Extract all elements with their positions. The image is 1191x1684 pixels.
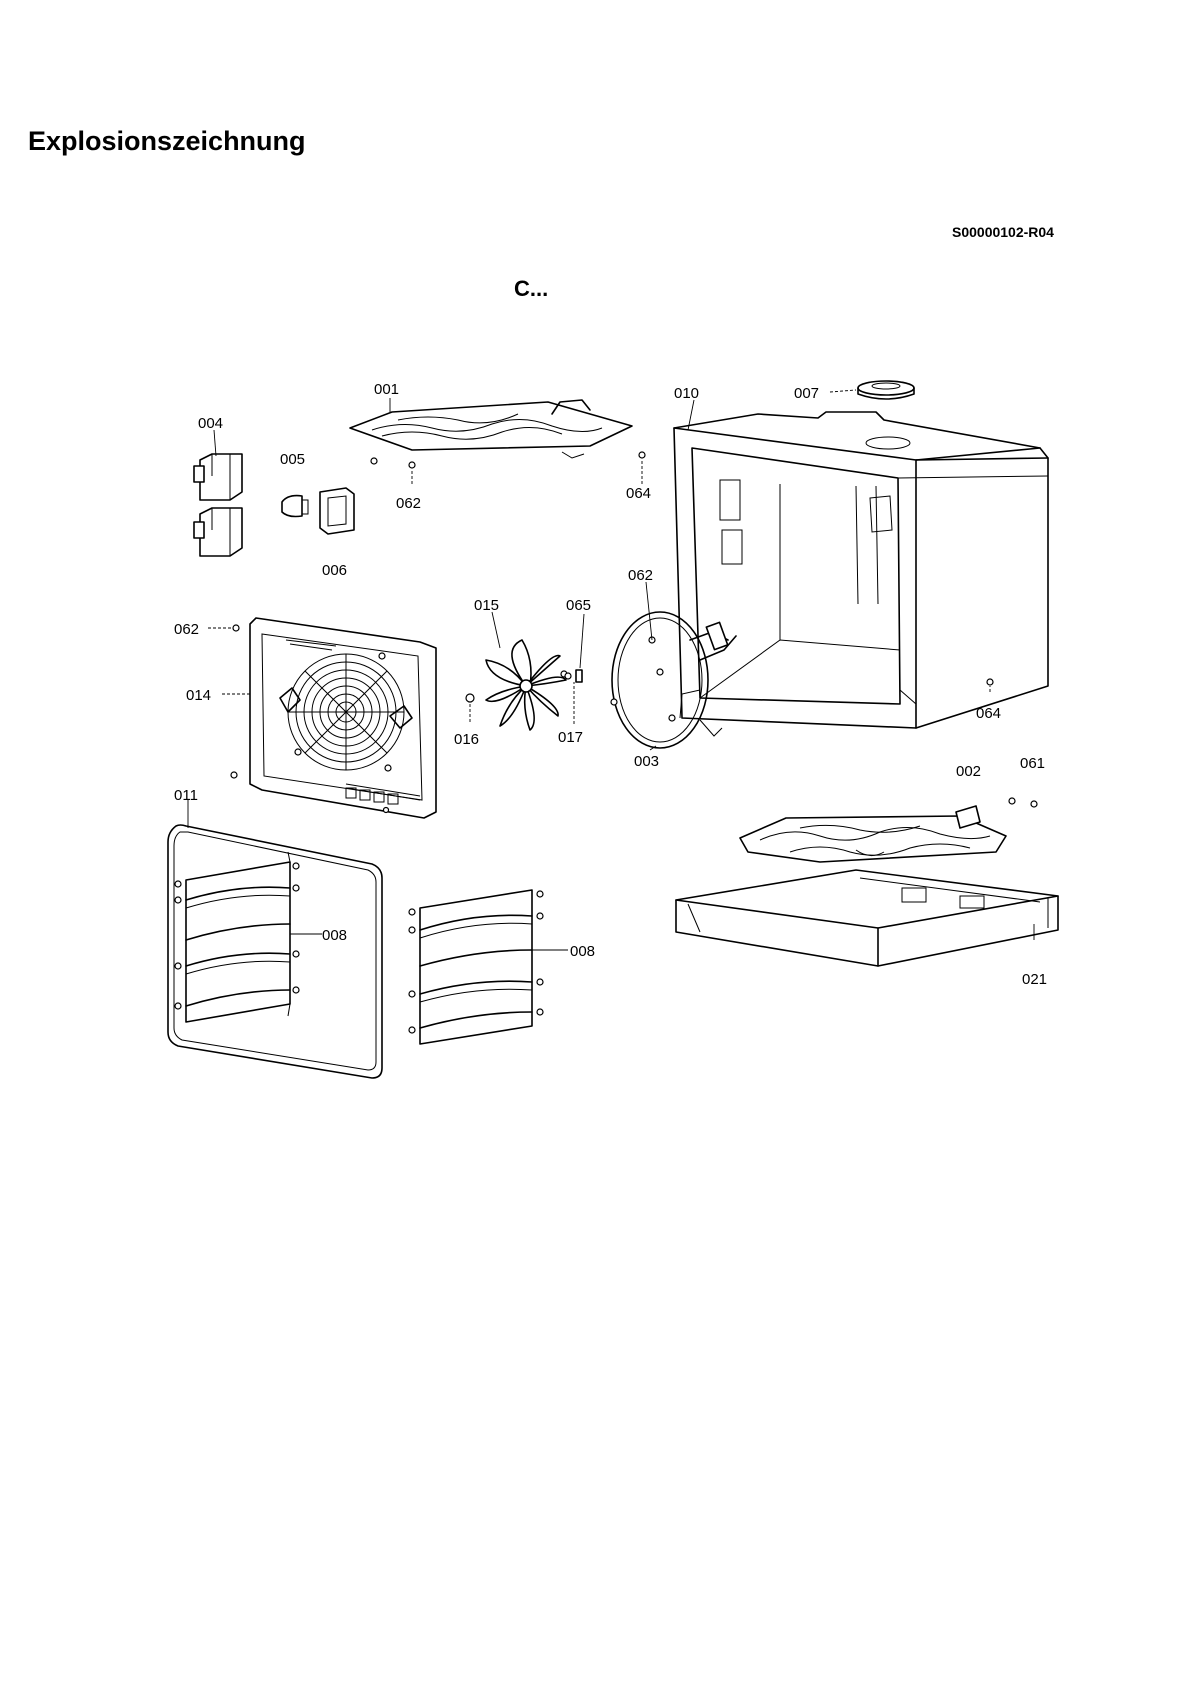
part-014-fan-panel <box>249 617 437 819</box>
label-002: 002 <box>956 763 981 780</box>
label-008-left: 008 <box>322 927 347 944</box>
part-021-bottom-tray <box>675 869 1059 967</box>
label-062-top: 062 <box>396 495 421 512</box>
label-021: 021 <box>1022 971 1047 988</box>
part-006-lamp-cover <box>319 487 355 535</box>
model-label: C... <box>514 276 549 301</box>
label-062-ring: 062 <box>628 567 653 584</box>
part-015-fan <box>485 639 567 731</box>
part-008-left-rack <box>174 851 300 1023</box>
label-065: 065 <box>566 597 591 614</box>
part-007-cover <box>857 380 915 400</box>
document-id: S00000102-R04 <box>952 224 1054 240</box>
label-003: 003 <box>634 753 659 770</box>
part-065-017-nuts <box>564 669 583 683</box>
label-008-right: 008 <box>570 943 595 960</box>
part-004-switches <box>193 453 243 557</box>
label-015: 015 <box>474 597 499 614</box>
label-007: 007 <box>794 385 819 402</box>
label-017: 017 <box>558 729 583 746</box>
label-011: 011 <box>174 787 198 804</box>
part-005-lamp <box>281 494 309 518</box>
label-061: 061 <box>1020 755 1045 772</box>
part-011-frame <box>167 824 383 1079</box>
label-062-panel: 062 <box>174 621 199 638</box>
label-064-right: 064 <box>976 705 1001 722</box>
label-006: 006 <box>322 562 347 579</box>
label-010: 010 <box>674 385 699 402</box>
label-014: 014 <box>186 687 211 704</box>
part-003-ring-heater <box>610 611 737 749</box>
part-002-bottom-heater <box>739 805 1007 863</box>
leader-lines <box>187 389 1035 951</box>
label-004: 004 <box>198 415 223 432</box>
label-001: 001 <box>374 381 399 398</box>
page-title: Explosionszeichnung <box>28 126 306 156</box>
label-064-top: 064 <box>626 485 651 502</box>
part-010-oven-cavity <box>673 411 1049 729</box>
part-labels: 001 004 005 062 064 010 007 006 062 015 … <box>174 381 1047 988</box>
part-008-right-rack <box>408 889 544 1045</box>
small-screws <box>230 451 1038 808</box>
label-005: 005 <box>280 451 305 468</box>
part-001-top-heater <box>349 399 633 459</box>
label-016: 016 <box>454 731 479 748</box>
